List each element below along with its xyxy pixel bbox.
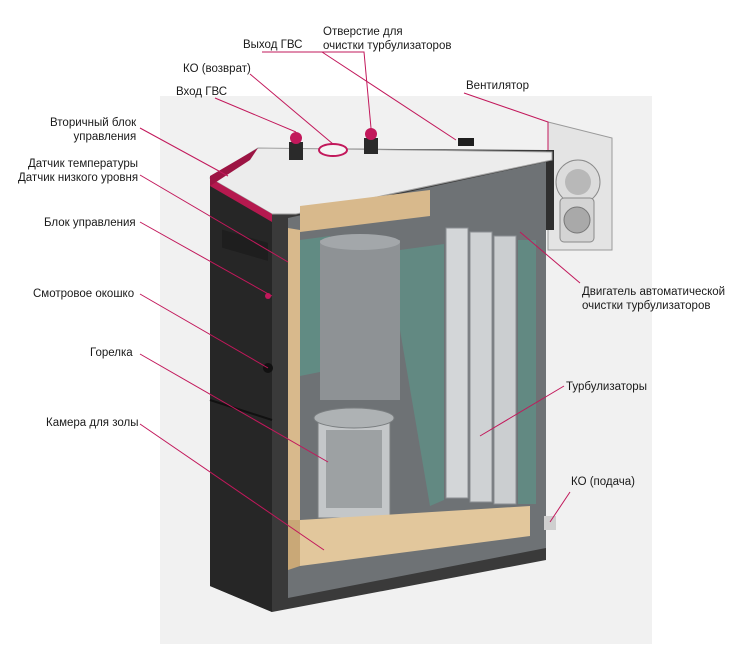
label-secondary-control-line-1: Вторичный блок	[50, 117, 137, 129]
top-pipes	[289, 128, 474, 160]
label-turbulators-line-1: Турбулизаторы	[566, 381, 647, 393]
label-cleaning-motor: Двигатель автоматической очистки турбули…	[582, 285, 725, 313]
label-cleaning-hole-line-2: очистки турбулизаторов	[323, 40, 452, 52]
label-cleaning-motor-line-2: очистки турбулизаторов	[582, 300, 711, 312]
leader-cleaning-motor	[519, 231, 581, 284]
label-turbulators: Турбулизаторы	[566, 380, 647, 394]
label-secondary-control-line-2: управления	[73, 131, 137, 143]
leader-fan	[463, 92, 549, 150]
label-cleaning-hole: Отверстие для очистки турбулизаторов	[323, 25, 451, 53]
leader-temp-sensor	[139, 174, 289, 263]
turbulator-tubes	[445, 227, 536, 505]
label-dhw-out: Выход ГВС	[243, 38, 302, 52]
leader-control-unit	[139, 221, 273, 297]
label-control-unit: Блок управления	[44, 216, 136, 230]
leader-ash-chamber	[139, 423, 325, 551]
label-fan: Вентилятор	[466, 79, 529, 93]
leader-dhw-out	[262, 51, 372, 129]
label-temp-sensor-line-1: Датчик температуры	[27, 158, 139, 170]
label-cleaning-hole-line-1: Отверстие для	[323, 26, 403, 38]
label-dhw-in-line-1: Вход ГВС	[176, 86, 228, 98]
label-burner-line-1: Горелка	[90, 347, 133, 359]
label-temp-sensor: Датчик температуры Датчик низкого уровня	[18, 157, 138, 185]
burner-pot	[313, 407, 395, 519]
ash-chamber	[288, 506, 530, 570]
label-heating-supply-line-1: КО (подача)	[571, 476, 635, 488]
label-ash-chamber-line-1: Камера для золы	[46, 417, 139, 429]
label-sight-glass-line-1: Смотровое окошко	[33, 288, 135, 300]
label-burner: Горелка	[90, 346, 133, 360]
heating-supply-port	[544, 516, 556, 530]
label-heating-return-line-1: КО (возврат)	[183, 63, 251, 75]
label-sight-glass: Смотровое окошко	[33, 287, 134, 301]
label-dhw-in: Вход ГВС	[176, 85, 227, 99]
leader-heating-supply	[549, 491, 571, 523]
label-heating-return: КО (возврат)	[183, 62, 251, 76]
label-cleaning-motor-line-1: Двигатель автоматической	[582, 286, 726, 298]
label-dhw-out-line-1: Выход ГВС	[243, 39, 303, 51]
leader-lines	[139, 51, 581, 551]
fan-unit	[538, 121, 613, 251]
label-control-unit-line-1: Блок управления	[44, 217, 136, 229]
label-temp-sensor-line-2: Датчик низкого уровня	[18, 172, 139, 184]
label-secondary-control: Вторичный блок управления	[50, 116, 136, 144]
label-ash-chamber: Камера для золы	[46, 416, 139, 430]
leader-sight-glass	[139, 293, 269, 369]
leader-heating-return	[249, 73, 334, 145]
leader-secondary-control	[139, 127, 229, 177]
leader-cleaning-hole	[321, 51, 457, 141]
leader-dhw-in	[214, 97, 297, 133]
leader-burner	[139, 353, 329, 463]
label-fan-line-1: Вентилятор	[466, 80, 529, 92]
label-heating-supply: КО (подача)	[571, 475, 635, 489]
leader-turbulators	[479, 385, 565, 437]
